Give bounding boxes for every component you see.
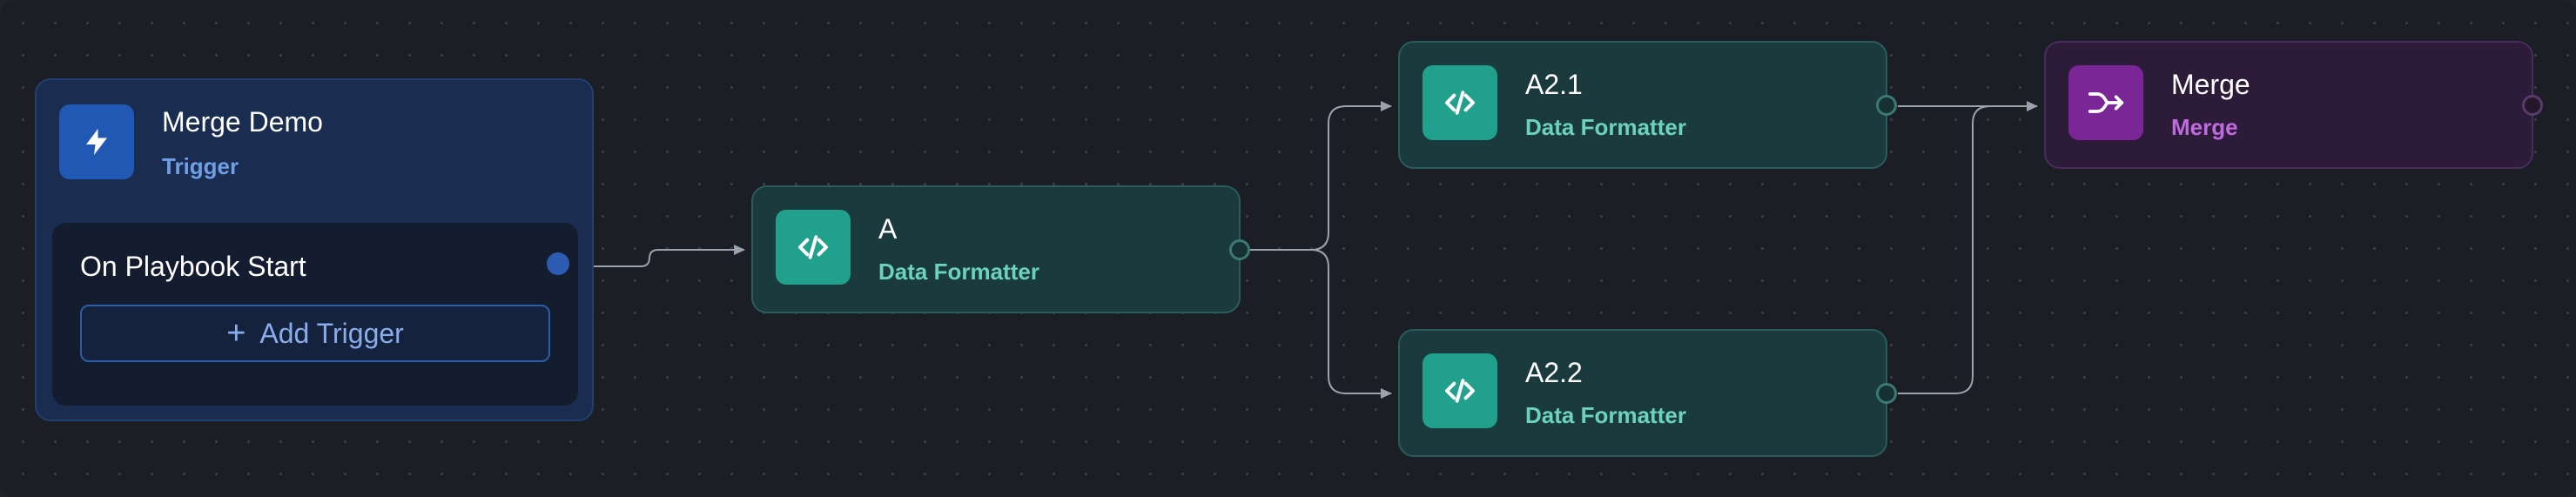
- lightning-icon: [59, 104, 134, 179]
- trigger-node-subtitle: Trigger: [162, 153, 239, 179]
- trigger-node-title: Merge Demo: [162, 106, 323, 138]
- node-merge-title: Merge: [2171, 69, 2250, 100]
- node-merge-subtitle: Merge: [2171, 114, 2238, 140]
- trigger-output-handle[interactable]: [547, 252, 569, 275]
- node-a22[interactable]: A2.2 Data Formatter: [1398, 329, 1897, 457]
- node-a-output-handle[interactable]: [1229, 239, 1250, 260]
- node-a22-title: A2.2: [1525, 357, 1583, 388]
- code-icon: [776, 210, 851, 285]
- node-a[interactable]: A Data Formatter: [751, 185, 1250, 313]
- trigger-node[interactable]: Merge Demo Trigger On Playbook Start + A…: [35, 78, 594, 421]
- code-icon: [1423, 65, 1497, 140]
- edge-a-to-a21: [1250, 101, 1392, 251]
- trigger-item-label: On Playbook Start: [80, 251, 306, 282]
- edge-a-to-a22: [1250, 249, 1392, 399]
- node-a22-output-handle[interactable]: [1876, 383, 1897, 404]
- trigger-list: On Playbook Start + Add Trigger: [52, 223, 578, 406]
- add-trigger-label: Add Trigger: [259, 317, 404, 349]
- node-a21-subtitle: Data Formatter: [1525, 114, 1686, 140]
- node-a21-output-handle[interactable]: [1876, 95, 1897, 116]
- node-merge-output-handle[interactable]: [2522, 95, 2543, 116]
- code-icon: [1423, 353, 1497, 428]
- node-merge[interactable]: Merge Merge: [2044, 41, 2543, 169]
- node-a21-title: A2.1: [1525, 69, 1583, 100]
- node-a21[interactable]: A2.1 Data Formatter: [1398, 41, 1897, 169]
- node-a22-subtitle: Data Formatter: [1525, 402, 1686, 428]
- edge-a22-to-merge: [1898, 105, 2028, 394]
- node-a-title: A: [878, 213, 898, 245]
- node-a-subtitle: Data Formatter: [878, 259, 1039, 285]
- plus-icon: +: [226, 315, 246, 352]
- merge-icon: [2068, 65, 2143, 140]
- add-trigger-button[interactable]: + Add Trigger: [80, 305, 550, 362]
